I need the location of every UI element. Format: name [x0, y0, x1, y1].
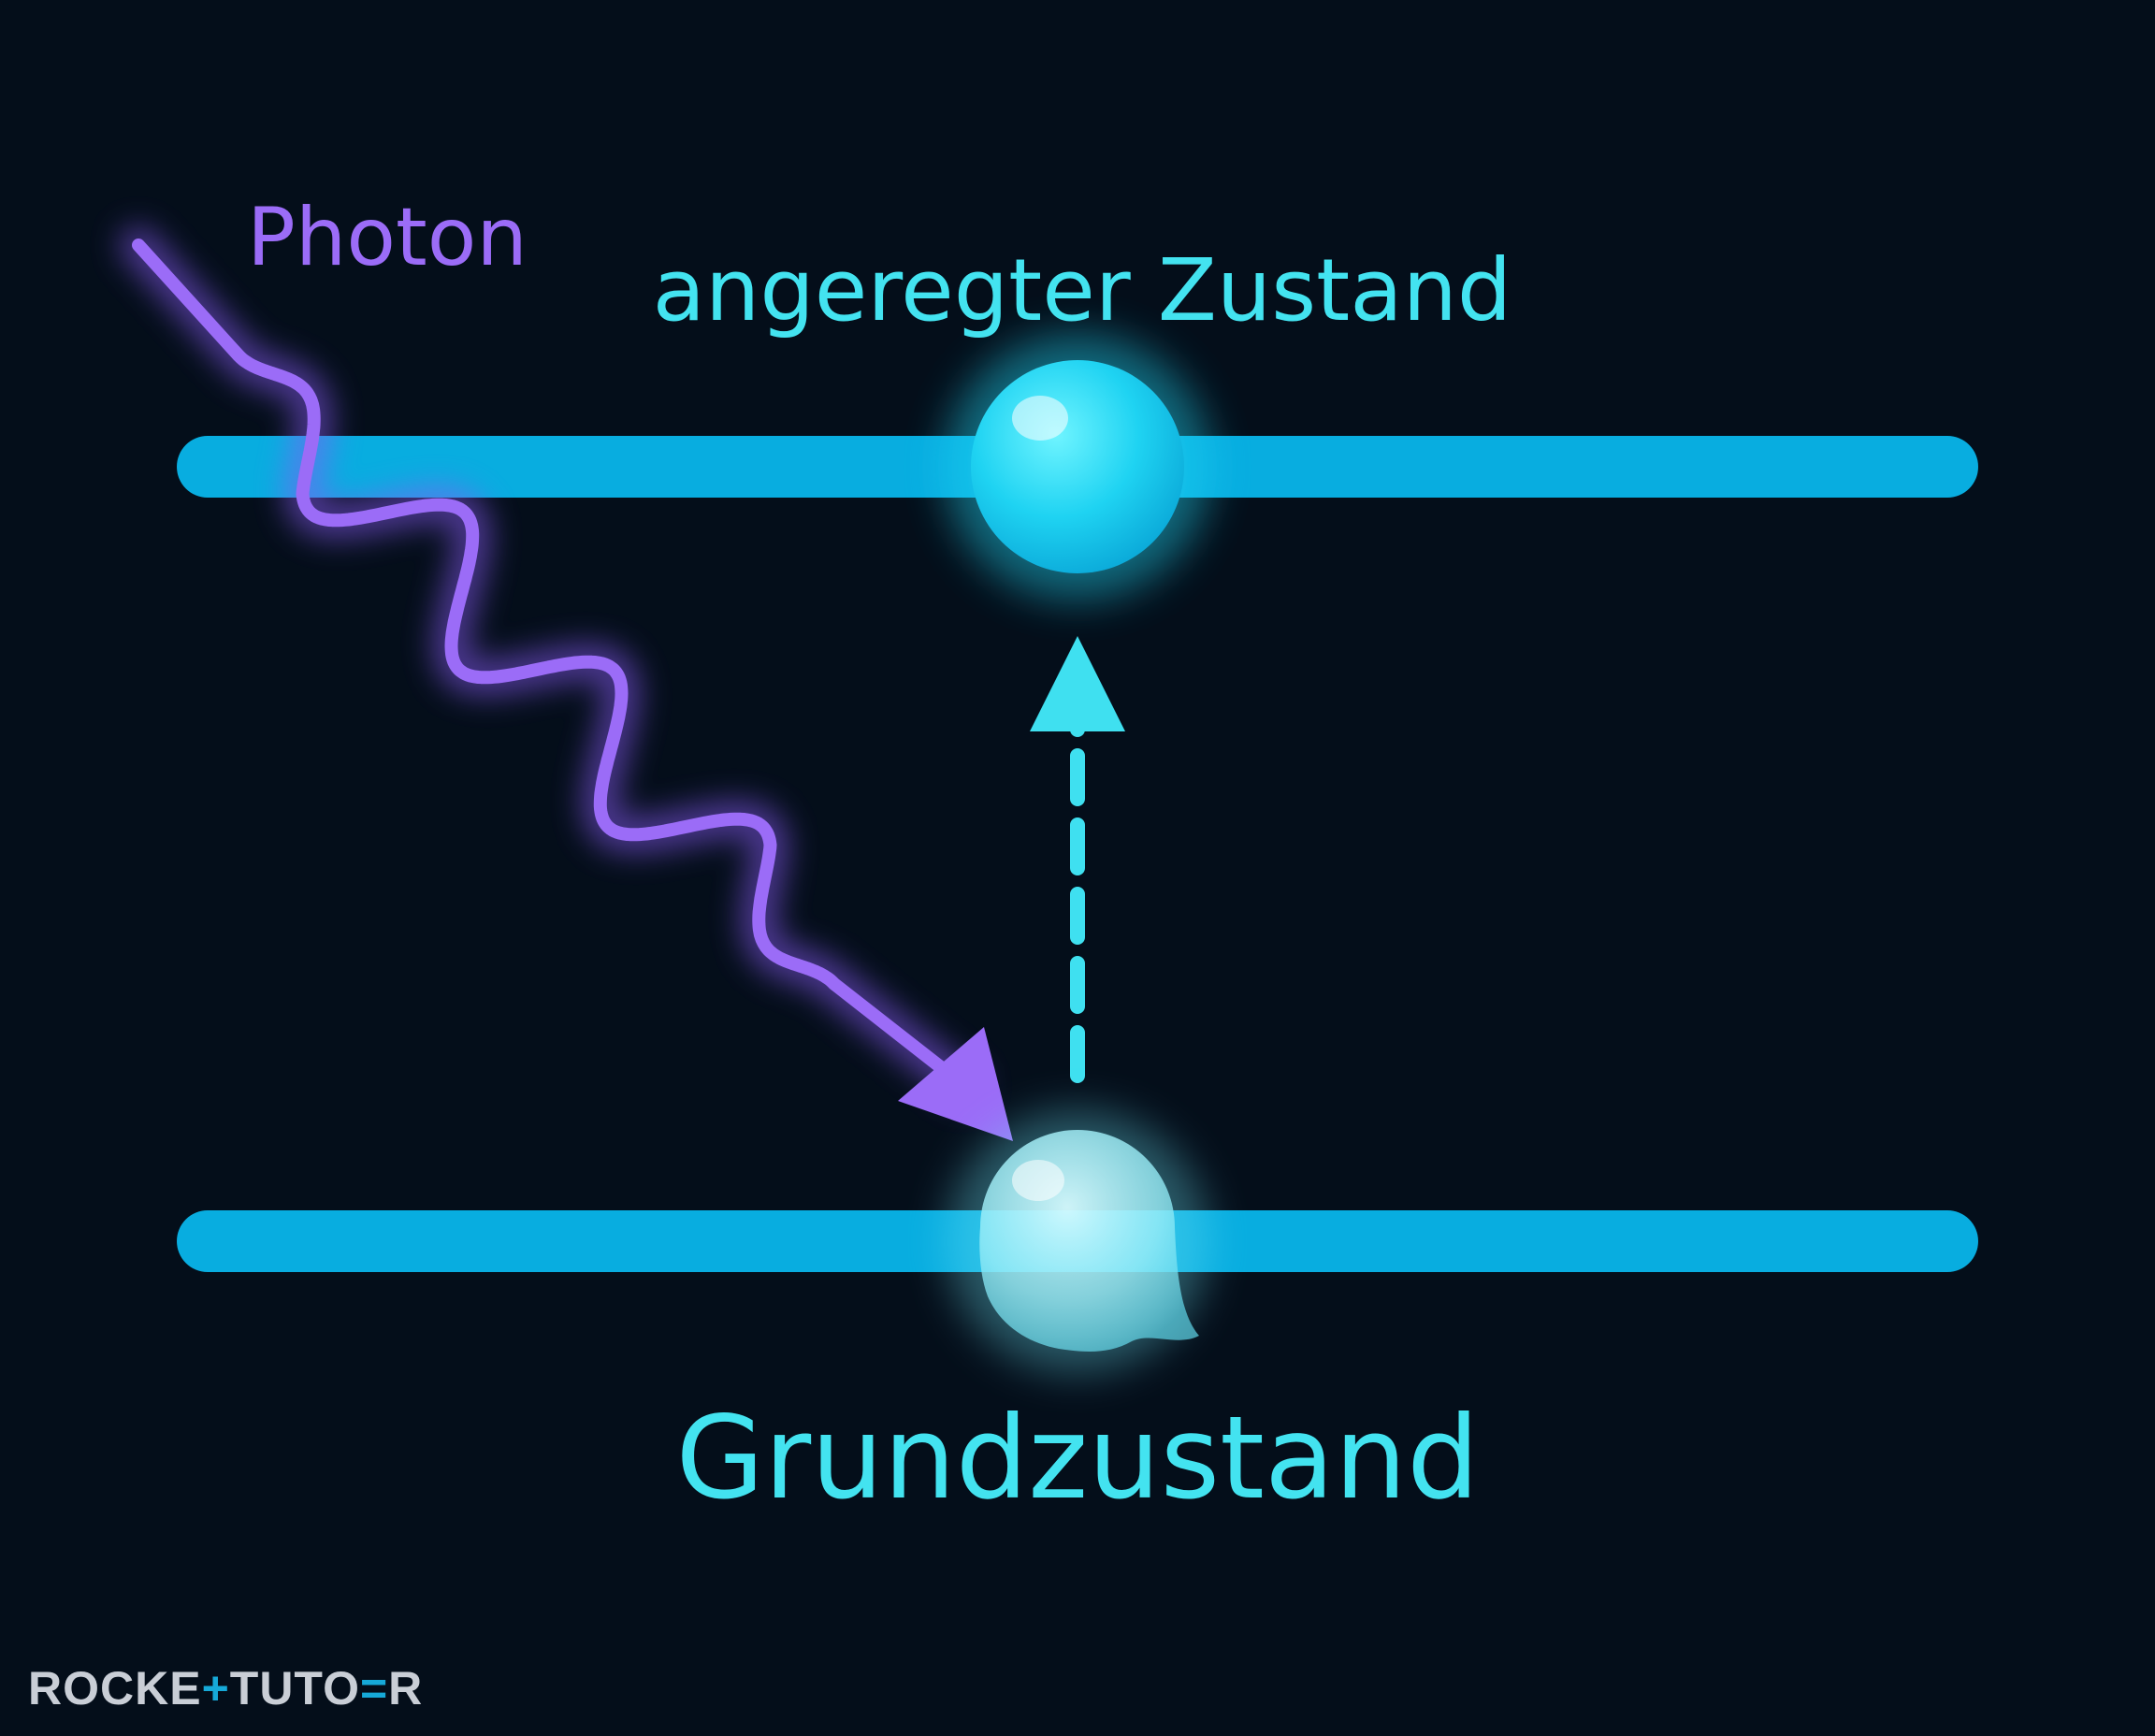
excited-electron-icon — [945, 334, 1210, 600]
ground-electron-icon — [947, 1110, 1208, 1372]
photon-wave — [120, 226, 982, 1104]
transition-arrowhead-icon — [1030, 636, 1125, 731]
logo-equals-icon: = — [360, 1662, 388, 1714]
rocket-tutor-logo: ROCKE+TUTO=R — [28, 1662, 423, 1714]
logo-plus-icon: + — [202, 1662, 230, 1714]
excited-state-label: angeregter Zustand — [653, 240, 1512, 340]
logo-text-right: R — [388, 1662, 423, 1714]
logo-text-middle: TUTO — [230, 1662, 360, 1714]
svg-text:ROCKE+TUTO=R: ROCKE+TUTO=R — [28, 1662, 423, 1714]
photon-label: Photon — [247, 191, 528, 284]
logo-text-left: ROCKE — [28, 1662, 202, 1714]
ground-state-label: Grundzustand — [675, 1392, 1479, 1525]
photon-arrowhead-icon — [898, 1027, 1013, 1141]
